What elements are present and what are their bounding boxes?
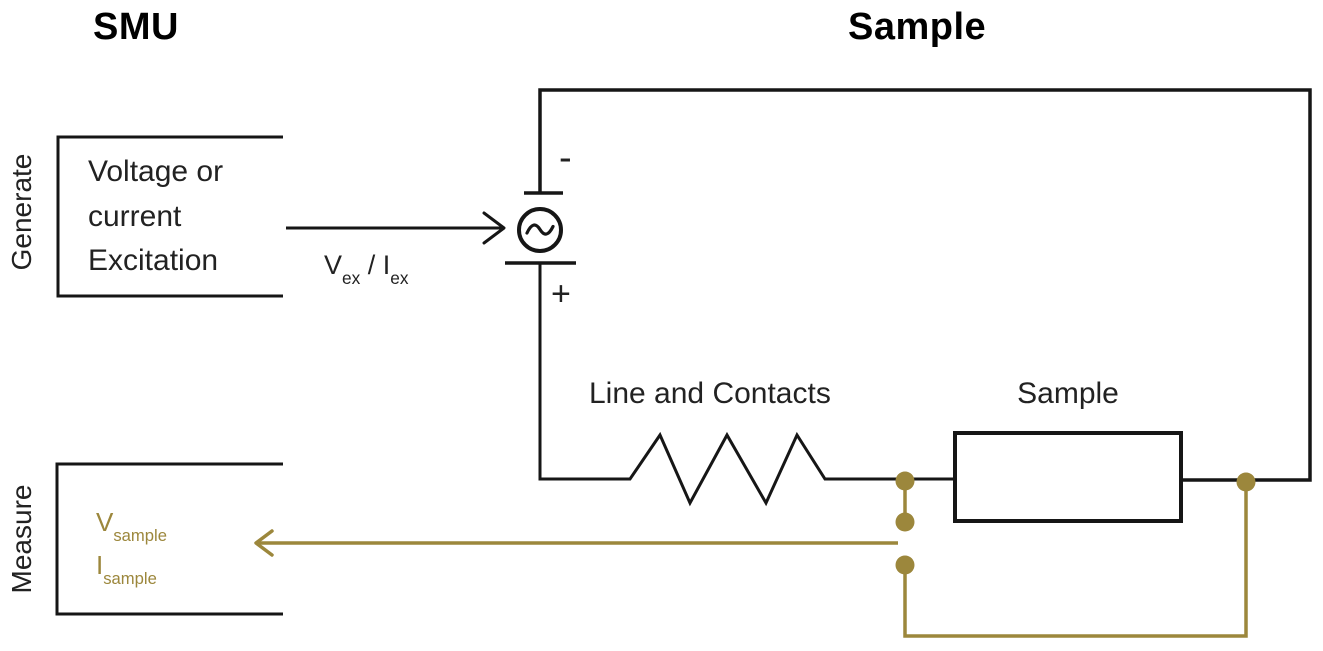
v-sample-symbol: V — [96, 507, 114, 537]
measure-arrowhead — [254, 529, 274, 557]
smu-title: SMU — [93, 6, 179, 48]
i-sample-sub: sample — [103, 568, 157, 588]
probe-dot-1 — [895, 471, 915, 491]
v-sample-sub: sample — [113, 525, 167, 545]
excitation-v: V — [324, 250, 343, 280]
measure-side-label: Measure — [6, 484, 37, 594]
wire-left-and-resistor — [538, 263, 955, 507]
ac-source-sine-icon — [525, 223, 555, 236]
excitation-i: I — [382, 250, 391, 280]
generate-box-line1: Voltage or — [88, 155, 224, 188]
measure-box-outline — [55, 462, 283, 616]
sample-title: Sample — [848, 6, 987, 48]
measure-signals: Vsample Isample — [96, 501, 167, 587]
sample-box-label-wrap: Sample — [955, 377, 1181, 411]
wire-top-loop — [538, 88, 1312, 482]
excitation-i-sub: ex — [390, 268, 409, 289]
v-sample-label: Vsample — [96, 501, 167, 544]
probe-dot-2 — [895, 512, 915, 532]
probe-dot-4 — [1236, 472, 1256, 492]
excitation-v-sub: ex — [342, 268, 361, 289]
i-sample-symbol: I — [96, 550, 104, 580]
minus-sign: - — [559, 137, 572, 179]
excitation-arrowhead — [482, 211, 506, 245]
measure-return-path — [903, 483, 1248, 638]
plus-sign: + — [551, 275, 571, 313]
generate-box-text: Voltage or current Excitation — [88, 150, 223, 284]
probe-dot-3 — [895, 555, 915, 575]
generate-box-line3: Excitation — [88, 244, 219, 277]
generate-side-label: Generate — [6, 153, 37, 271]
generate-box-outline — [56, 135, 283, 298]
excitation-separator: / — [360, 250, 383, 280]
sample-box-label: Sample — [1017, 377, 1119, 410]
sample-box — [953, 431, 1183, 523]
line-and-contacts-label: Line and Contacts — [589, 377, 831, 410]
generate-box-line2: current — [88, 199, 182, 233]
excitation-label: Vex / Iex — [324, 250, 409, 287]
i-sample-label: Isample — [96, 544, 167, 587]
